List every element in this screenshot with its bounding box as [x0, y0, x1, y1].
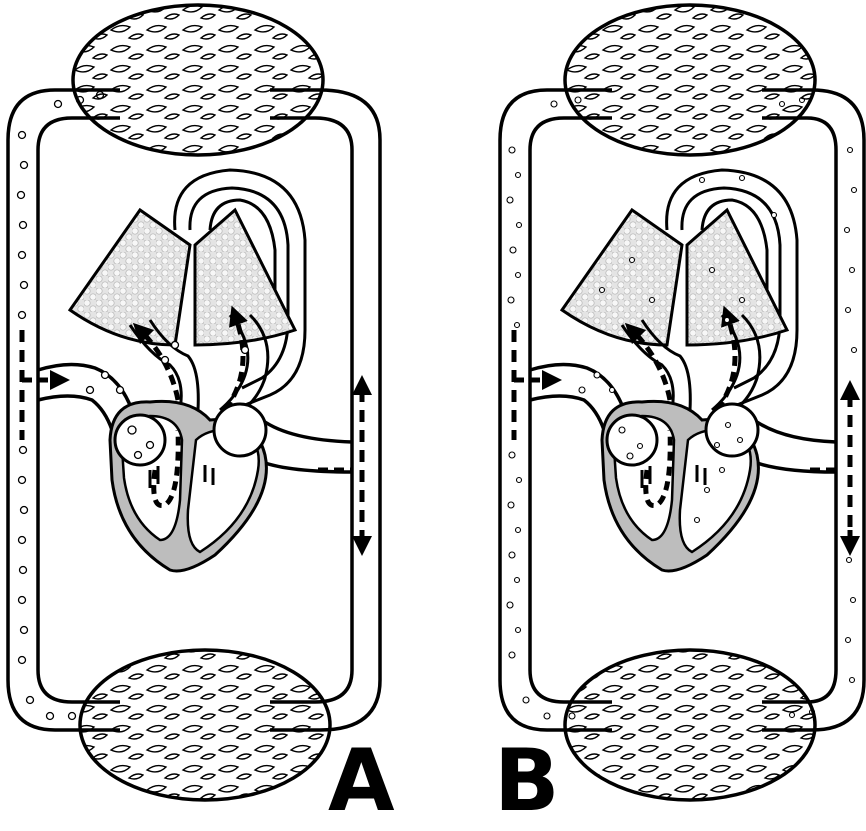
panel-label-b: B [494, 738, 560, 824]
panel-a [8, 5, 380, 800]
tissue-bed-bottom [565, 650, 815, 800]
panel-b [500, 5, 864, 800]
tissue-bed-top [565, 5, 815, 155]
panel-label-a: A [328, 738, 395, 824]
lungs [562, 210, 787, 345]
heart [602, 401, 758, 571]
lungs [70, 210, 295, 345]
blood-cells-left [18, 92, 104, 720]
aorta [262, 420, 352, 472]
tissue-bed-bottom [80, 650, 330, 800]
circulation-diagram [0, 0, 866, 812]
tissue-bed-top [73, 5, 323, 155]
